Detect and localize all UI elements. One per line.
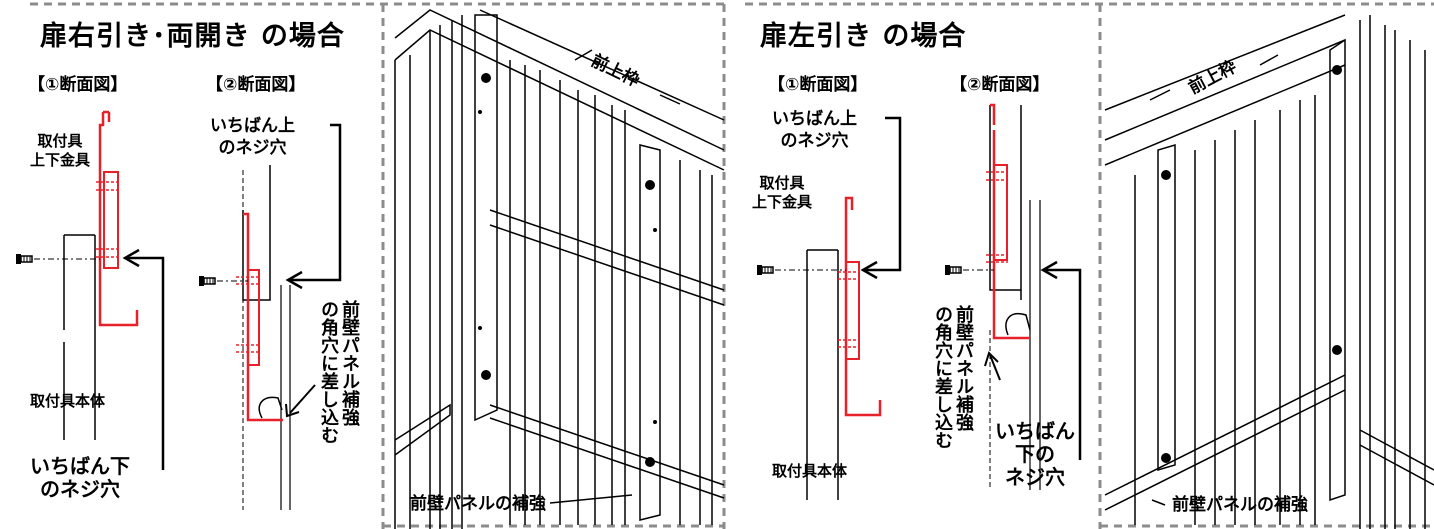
right-section1-drawing	[756, 116, 902, 500]
right-fitting-label: 取付具 上下金具	[752, 174, 813, 211]
right-photo-reinforcement-label: 前壁パネルの補強	[1172, 495, 1308, 515]
right-top-hole-label: いちばん上 のネジ穴	[772, 109, 857, 151]
left-title: 扉右引き･両開き の場合	[40, 21, 345, 52]
left-body-label: 取付具本体	[30, 392, 106, 410]
right-section2-drawing	[944, 103, 1082, 490]
left-section1-drawing	[15, 110, 165, 470]
right-insert-note: 前壁パネル補強 の角穴に差し込む	[932, 305, 974, 449]
left-insert-note: 前壁パネル補強 の角穴に差し込む	[318, 300, 360, 444]
left-bottom-hole-label: いちばん下 のネジ穴	[30, 454, 130, 501]
right-photo-label-lines	[1149, 54, 1279, 506]
left-photo-reinforcement-label: 前壁パネルの補強	[410, 494, 546, 514]
right-title: 扉左引き の場合	[760, 21, 967, 52]
left-section1-heading: 【①断面図】	[28, 75, 128, 95]
right-photo-screws	[1161, 65, 1342, 463]
right-section2-heading: 【②断面図】	[950, 75, 1050, 95]
right-section1-heading: 【①断面図】	[768, 75, 868, 95]
left-fitting-label: 取付具 上下金具	[30, 132, 91, 169]
right-photo-drawing	[1104, 14, 1434, 529]
left-section2-heading: 【②断面図】	[206, 75, 306, 95]
left-top-hole-label: いちばん上 のネジ穴	[210, 116, 295, 158]
dashed-frames	[30, 2, 1434, 529]
left-photo-screws	[478, 73, 657, 467]
left-section2-drawing	[198, 123, 342, 510]
right-body-label: 取付具本体	[772, 462, 848, 480]
left-photo-drawing	[394, 9, 725, 529]
left-photo-label-lines	[549, 49, 681, 504]
right-bottom-hole-label: いちばん 下の ネジ穴	[995, 419, 1075, 489]
